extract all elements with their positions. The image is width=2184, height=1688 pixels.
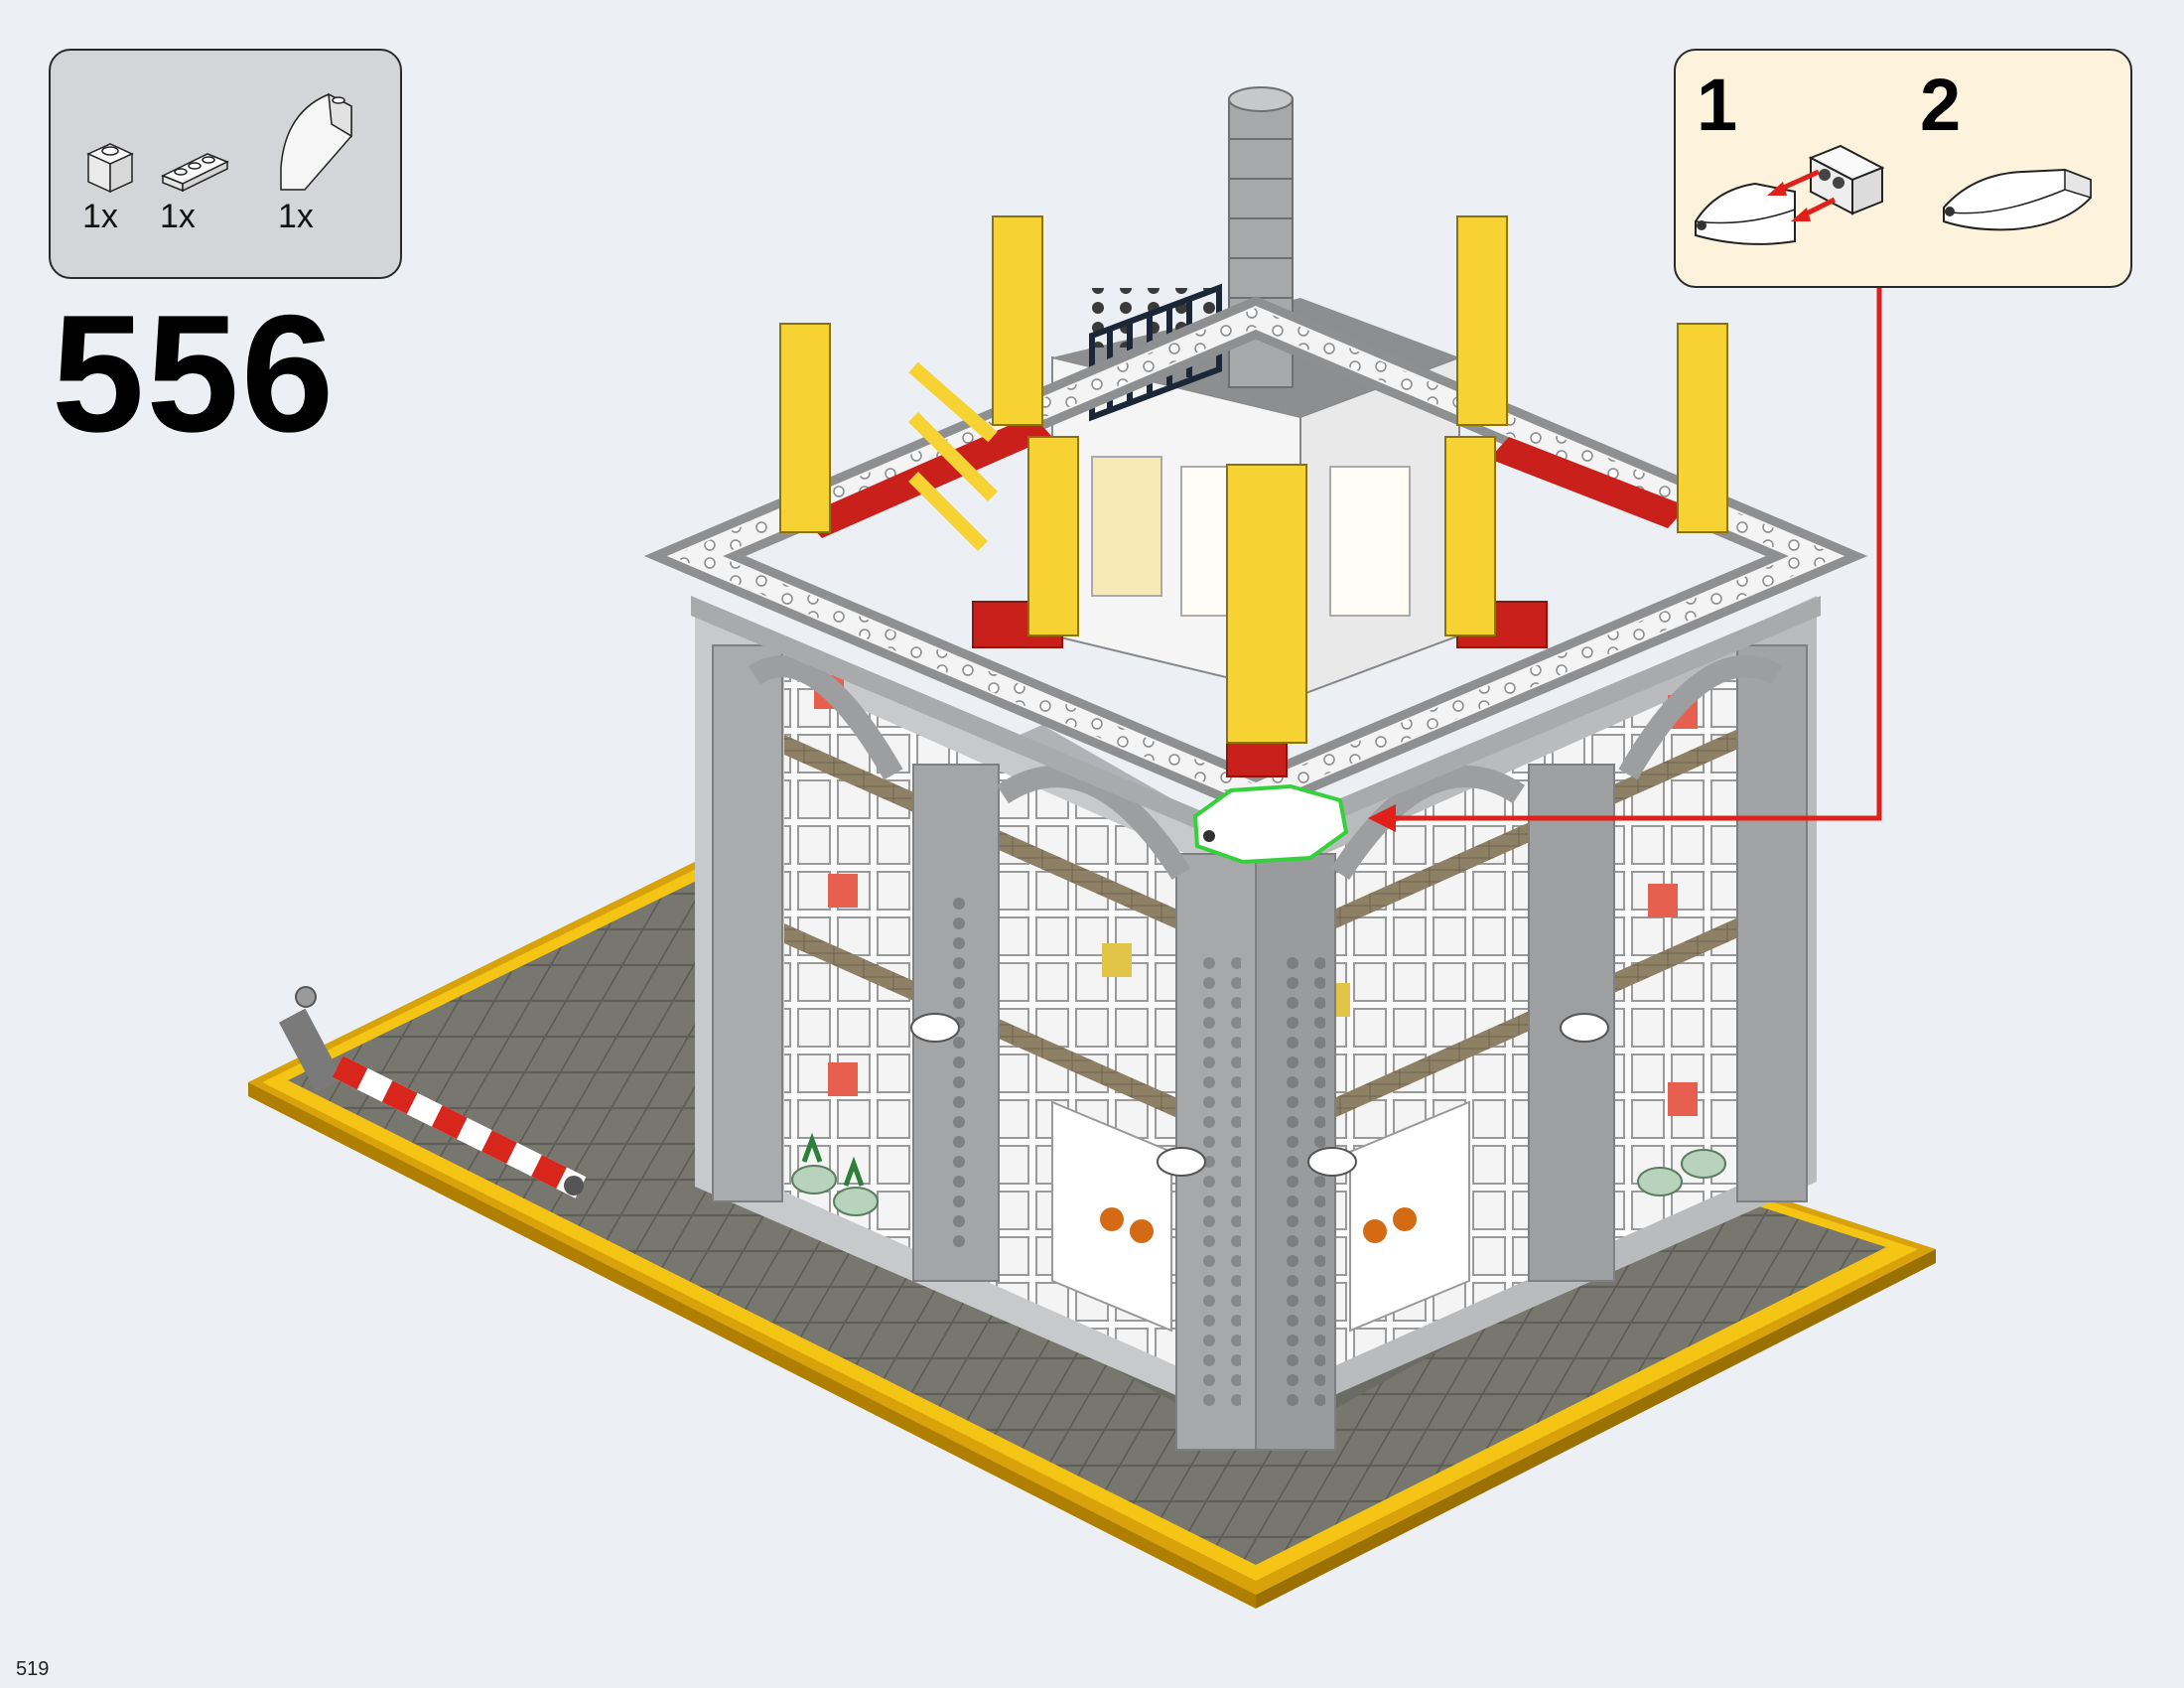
substep-number: 2 bbox=[1920, 64, 1962, 146]
part-quantity: 1x bbox=[160, 198, 196, 235]
assembled-slope-icon bbox=[1943, 168, 2092, 231]
step-number: 556 bbox=[52, 280, 337, 467]
entrance-doors bbox=[1051, 1100, 1470, 1333]
new-part-highlight bbox=[1192, 783, 1349, 865]
curved-slope-piece-icon bbox=[1695, 182, 1796, 245]
parts-list-panel: 1x 1x 1x bbox=[49, 49, 402, 279]
part-quantity: 1x bbox=[82, 198, 118, 235]
subassembly-callout: 1 2 bbox=[1674, 49, 2132, 288]
callout-arrow bbox=[1368, 288, 1882, 832]
attach-arrow-icon bbox=[1767, 169, 1837, 221]
page-number: 519 bbox=[16, 1658, 50, 1680]
plate-1x3-white-icon bbox=[161, 153, 229, 193]
yellow-supports bbox=[779, 215, 1728, 744]
parts-icons bbox=[86, 92, 352, 194]
wall-lamps bbox=[910, 1013, 1609, 1177]
substep-number: 1 bbox=[1697, 64, 1738, 146]
plant-pots bbox=[791, 1132, 1726, 1216]
parking-barrier bbox=[278, 986, 587, 1198]
brick-1x1-white-icon bbox=[86, 143, 134, 194]
plate-1x3-piece-icon bbox=[1808, 144, 1885, 215]
part-quantity: 1x bbox=[278, 198, 314, 235]
curved-slope-white-icon bbox=[280, 92, 352, 191]
subassembly-diagram bbox=[1695, 144, 2092, 245]
roof-ledge bbox=[643, 296, 1868, 854]
